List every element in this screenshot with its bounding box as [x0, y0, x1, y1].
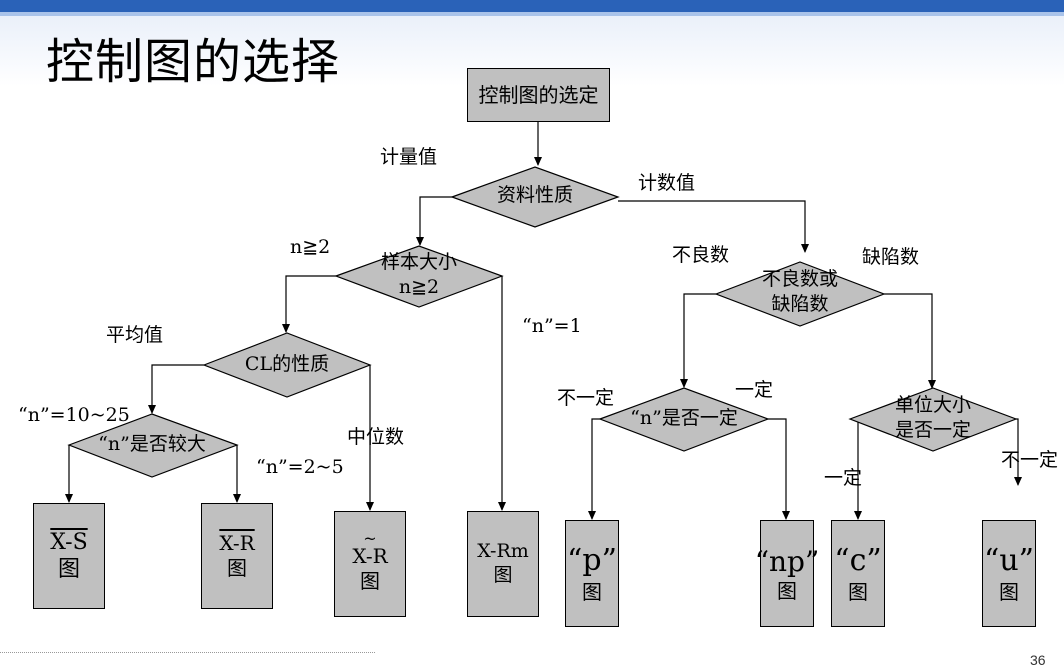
- chart-p-sub: 图: [582, 579, 602, 604]
- diamond-defect-type: [714, 261, 886, 327]
- diamond-data-nature: [450, 166, 620, 228]
- edge-label-not-fixed-2: 不一定: [1001, 449, 1059, 471]
- diamond-cl-nature: [202, 332, 372, 398]
- edge-label-attribute: 计数值: [638, 172, 696, 194]
- edge-label-not-fixed-1: 不一定: [557, 387, 615, 409]
- node-n-large-label: “n”是否较大: [98, 433, 206, 455]
- chart-x-rm-sub: 图: [493, 564, 513, 586]
- edge-data-to-sample: [416, 196, 452, 246]
- edge-label-average: 平均值: [106, 324, 164, 346]
- edge-label-n-ge-2: n≧2: [290, 236, 331, 258]
- chart-c-sub: 图: [848, 579, 868, 604]
- edge-label-fixed-1: 一定: [735, 379, 774, 401]
- diamond-n-large: [67, 413, 239, 478]
- chart-xbar-r-label: X-R: [219, 531, 255, 555]
- node-start: 控制图的选定: [467, 68, 610, 122]
- node-unit-fixed-label: 单位大小 是否一定: [873, 393, 993, 442]
- chart-xtilde-mark: ~: [363, 529, 377, 549]
- chart-xbar-s-sub: 图: [57, 557, 80, 582]
- chart-p-label: “p”: [567, 543, 617, 579]
- chart-xtilde-r-label: X-R: [352, 543, 388, 568]
- unit-fixed-line1: 单位大小: [894, 394, 971, 416]
- chart-xbar-r: X-R 图: [201, 503, 273, 609]
- node-defect-type-label: 不良数或 缺陷数: [740, 267, 860, 316]
- sample-size-line2: n≧2: [398, 275, 440, 298]
- chart-x-rm-label: X-Rm: [477, 540, 529, 563]
- diamond-n-fixed: [598, 387, 770, 452]
- edge-label-n-2-5: “n”=2~5: [256, 456, 344, 478]
- sample-size-line1: 样本大小: [380, 251, 457, 273]
- unit-fixed-line2: 是否一定: [894, 418, 971, 441]
- slide-title: 控制图的选择: [46, 34, 341, 90]
- chart-c: “c” 图: [831, 520, 885, 627]
- edge-label-fixed-2: 一定: [824, 467, 863, 489]
- defect-type-line1: 不良数或: [761, 268, 838, 290]
- edge-defect-to-unit: [884, 293, 936, 389]
- edge-nfixed-to-np: [768, 418, 790, 520]
- edge-defect-to-nfixed: [680, 293, 716, 388]
- edge-label-n-eq-1: “n”=1: [522, 315, 582, 337]
- chart-p: “p” 图: [565, 520, 619, 627]
- edge-label-variable: 计量值: [380, 146, 438, 168]
- node-start-label: 控制图的选定: [478, 82, 599, 107]
- node-data-nature-label: 资料性质: [496, 184, 573, 206]
- node-sample-size-label: 样本大小 n≧2: [359, 250, 479, 299]
- edge-data-to-defect: [618, 200, 809, 253]
- diamond-sample-size: [334, 245, 504, 308]
- header-bar: [0, 0, 1064, 12]
- edge-nfixed-to-p: [588, 418, 600, 520]
- chart-xtilde-r: ~ X-R 图: [334, 511, 406, 617]
- footer-divider: [0, 652, 375, 653]
- edge-label-n-10-25: “n”=10~25: [18, 404, 130, 426]
- chart-np: “np” 图: [755, 520, 819, 627]
- chart-c-label: “c”: [834, 543, 882, 579]
- chart-u-label: “u”: [984, 543, 1034, 579]
- edge-sample-to-cl: [282, 275, 336, 333]
- header-accent: [0, 12, 1064, 16]
- edge-cl-to-nlarge: [148, 364, 204, 414]
- chart-np-sub: 图: [777, 578, 797, 603]
- edge-label-median: 中位数: [347, 426, 405, 448]
- chart-xtilde-r-sub: 图: [360, 568, 380, 593]
- edge-label-defectives: 不良数: [672, 244, 730, 266]
- chart-u: “u” 图: [982, 520, 1036, 627]
- chart-xbar-s-label: X-S: [50, 529, 88, 555]
- chart-xbar-r-sub: 图: [227, 556, 247, 580]
- chart-x-rm: X-Rm 图: [467, 511, 539, 617]
- defect-type-line2: 缺陷数: [771, 292, 829, 315]
- chart-np-label: “np”: [754, 544, 820, 578]
- node-n-fixed-label: “n”是否一定: [630, 407, 738, 429]
- node-cl-nature-label: CL的性质: [244, 353, 330, 375]
- chart-u-sub: 图: [999, 579, 1019, 604]
- page-number: 36: [1030, 652, 1046, 668]
- diamond-unit-fixed: [848, 387, 1018, 452]
- edge-label-defects: 缺陷数: [862, 246, 920, 268]
- chart-xbar-s: X-S 图: [33, 503, 105, 609]
